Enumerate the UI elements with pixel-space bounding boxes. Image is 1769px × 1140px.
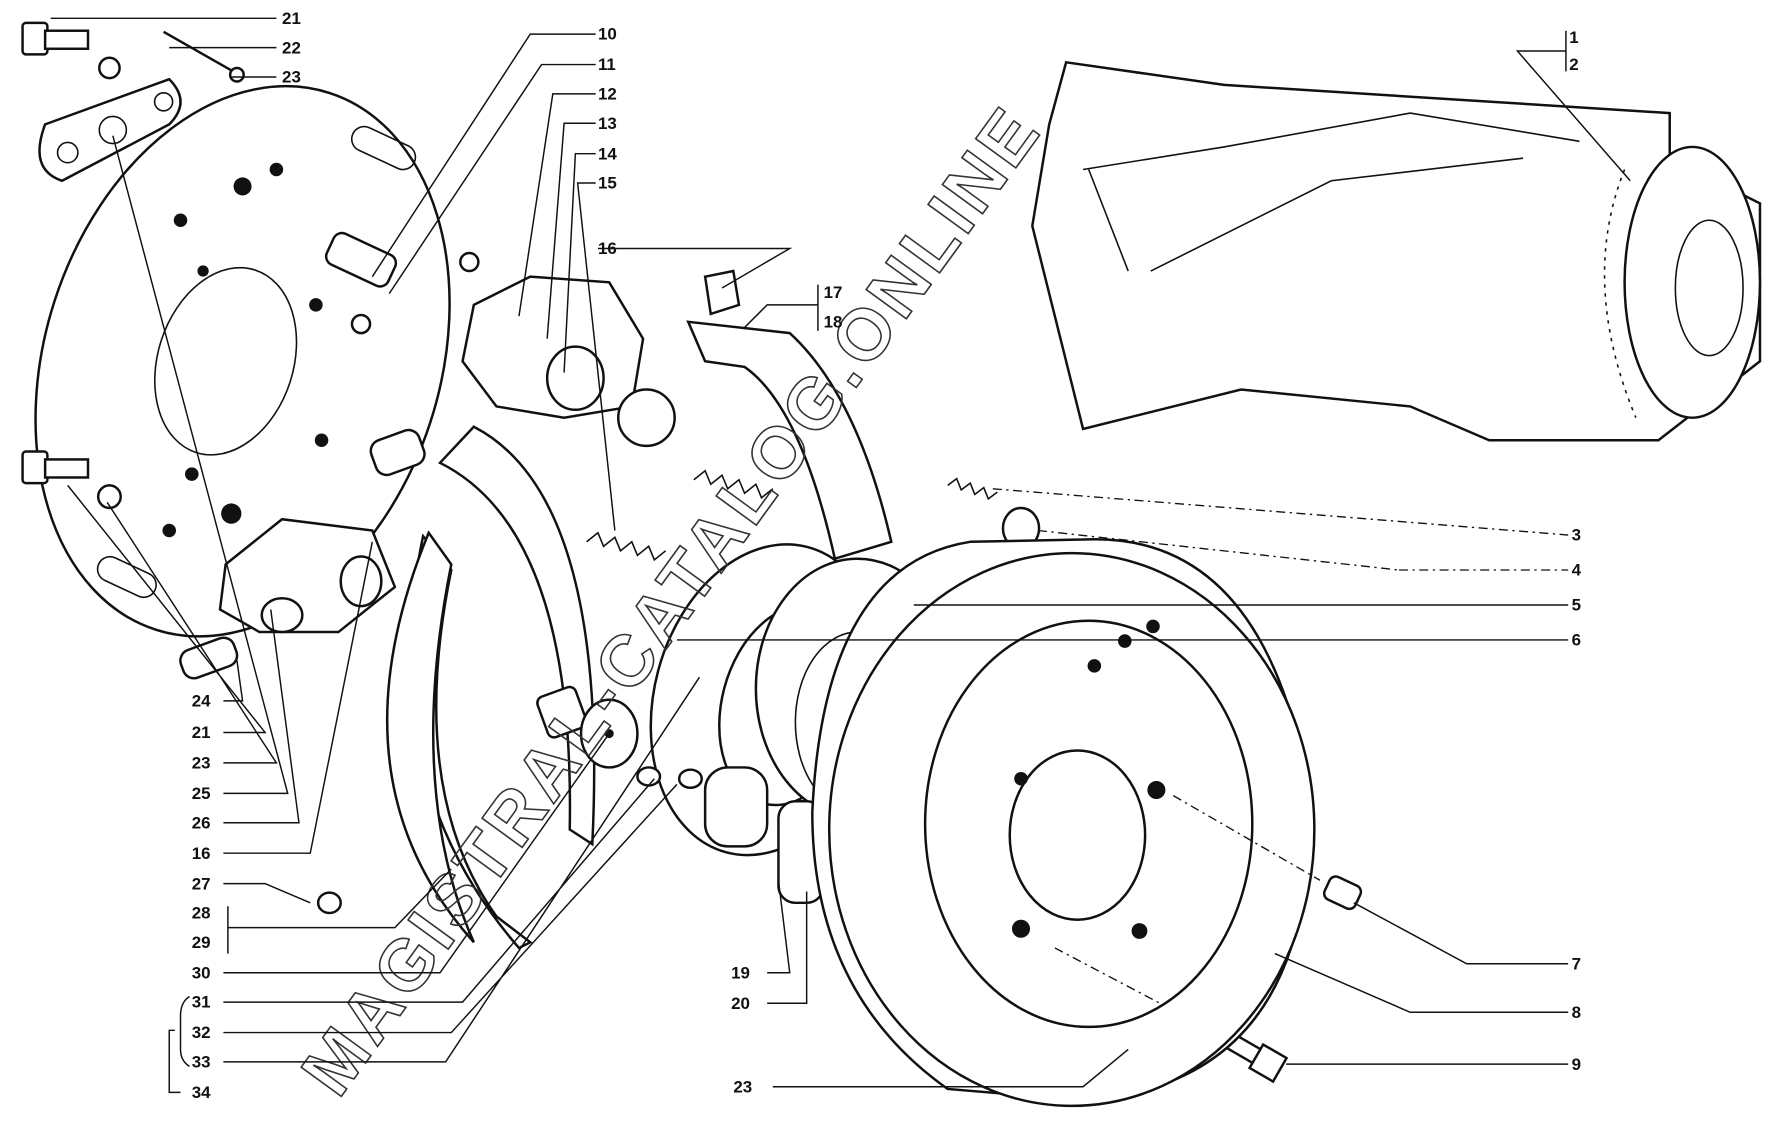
springs (586, 469, 1041, 562)
gasket-plate (38, 77, 182, 183)
callout-30: 30 (192, 963, 211, 982)
callout-17: 17 (824, 283, 843, 302)
callout-31: 31 (192, 993, 211, 1012)
wheel-cylinders (179, 231, 676, 680)
callout-34: 34 (192, 1083, 211, 1102)
callout-6: 6 (1572, 631, 1581, 650)
callout-22: 22 (282, 38, 301, 57)
callout-3: 3 (1572, 526, 1581, 545)
callout-21-top: 21 (282, 9, 301, 28)
callout-4: 4 (1572, 561, 1582, 580)
callout-19: 19 (731, 963, 750, 982)
callout-20: 20 (731, 994, 750, 1013)
callout-23-bottom: 23 (733, 1077, 752, 1096)
callout-5: 5 (1572, 596, 1581, 615)
leader-lines (50, 17, 1631, 1094)
callout-7: 7 (1572, 954, 1581, 973)
callout-23-left: 23 (192, 754, 211, 773)
callout-11: 11 (598, 55, 616, 74)
callout-15: 15 (598, 174, 617, 193)
callout-32: 32 (192, 1023, 211, 1042)
brake-drum (811, 538, 1316, 1108)
callouts: 21 22 23 10 11 12 13 14 15 16 17 18 1 2 … (192, 9, 1582, 1102)
callout-23-top: 23 (282, 68, 301, 87)
callout-24: 24 (192, 692, 211, 711)
callout-21-left: 21 (192, 723, 211, 742)
callout-8: 8 (1572, 1003, 1581, 1022)
adjuster (536, 685, 825, 905)
callout-16-top: 16 (598, 239, 617, 258)
callout-25: 25 (192, 784, 211, 803)
callout-10: 10 (598, 25, 617, 44)
callout-26: 26 (192, 813, 211, 832)
callout-12: 12 (598, 85, 617, 104)
callout-2: 2 (1569, 55, 1578, 74)
callout-1: 1 (1569, 28, 1578, 47)
callout-14: 14 (598, 144, 617, 163)
callout-28: 28 (192, 904, 211, 923)
axle-housing (1031, 60, 1762, 442)
callout-29: 29 (192, 933, 211, 952)
callout-9: 9 (1572, 1055, 1581, 1074)
callout-33: 33 (192, 1053, 211, 1072)
callout-16-left: 16 (192, 844, 211, 863)
callout-13: 13 (598, 114, 617, 133)
callout-27: 27 (192, 874, 211, 893)
callout-18: 18 (824, 312, 843, 331)
backing-plate (34, 84, 451, 638)
brake-shoe-lining (385, 425, 596, 950)
